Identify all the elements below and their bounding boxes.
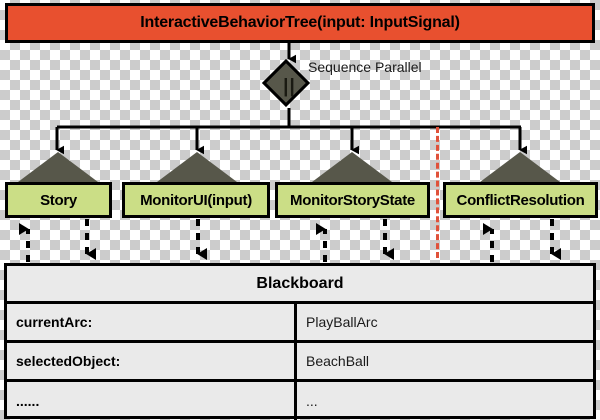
parallel-control-node[interactable]: || bbox=[261, 58, 317, 108]
task-node-conflictresolution[interactable]: ConflictResolution bbox=[443, 182, 598, 218]
blackboard-value: ... bbox=[306, 393, 318, 409]
task-node-monitorui[interactable]: MonitorUI(input) bbox=[122, 182, 270, 218]
blackboard-title: Blackboard bbox=[256, 274, 344, 292]
blackboard-table: Blackboard currentArc: PlayBallArc selec… bbox=[4, 263, 596, 420]
root-node-label: InteractiveBehaviorTree(input: InputSign… bbox=[140, 14, 460, 31]
task-node-label: MonitorUI(input) bbox=[140, 191, 252, 209]
blackboard-value: PlayBallArc bbox=[306, 314, 378, 330]
task-hat-conflictresolution bbox=[480, 152, 560, 182]
root-node-interactive-behavior-tree[interactable]: InteractiveBehaviorTree(input: InputSign… bbox=[5, 3, 595, 43]
task-node-story[interactable]: Story bbox=[5, 182, 112, 218]
blackboard-key: ...... bbox=[7, 382, 297, 420]
task-hat-monitorstorystate bbox=[312, 152, 392, 182]
blackboard-key: currentArc: bbox=[7, 304, 297, 340]
task-node-monitorstorystate[interactable]: MonitorStoryState bbox=[275, 182, 430, 218]
task-node-label: ConflictResolution bbox=[456, 191, 585, 209]
task-hat-story bbox=[18, 152, 98, 182]
red-dashed-divider bbox=[436, 127, 439, 258]
task-node-label: Story bbox=[40, 191, 77, 209]
task-node-label: MonitorStoryState bbox=[290, 191, 415, 209]
blackboard-key: selectedObject: bbox=[7, 343, 297, 379]
table-row: currentArc: PlayBallArc bbox=[7, 304, 593, 343]
parallel-bars-icon: || bbox=[283, 75, 296, 97]
table-row: ...... ... bbox=[7, 382, 593, 420]
blackboard-value: BeachBall bbox=[306, 353, 370, 369]
task-hat-monitorui bbox=[157, 152, 237, 182]
edge-parallel-to-bus bbox=[57, 108, 521, 129]
blackboard-title-row: Blackboard bbox=[7, 266, 593, 304]
table-row: selectedObject: BeachBall bbox=[7, 343, 593, 382]
sequence-parallel-annotation: Sequence Parallel bbox=[308, 59, 422, 75]
